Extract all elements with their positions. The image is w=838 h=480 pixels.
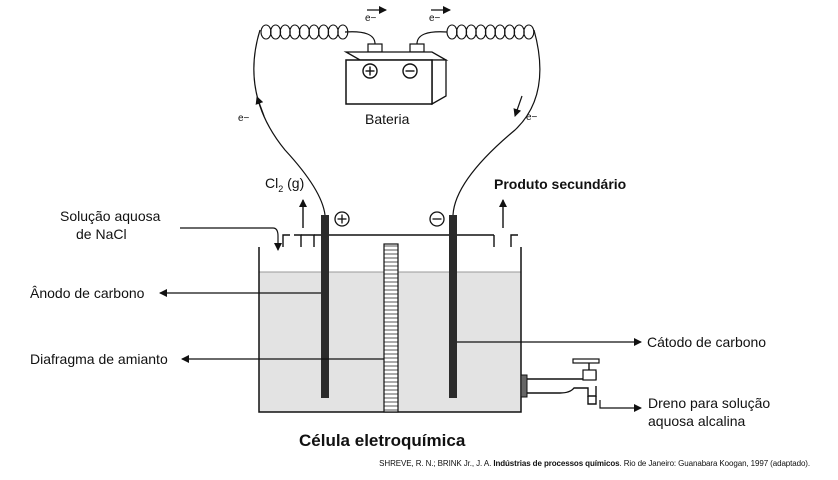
- drain-label-line2: aquosa alcalina: [648, 413, 746, 429]
- svg-text:e−: e−: [429, 13, 441, 24]
- cathode-label: Cátodo de carbono: [647, 334, 766, 350]
- battery-body: [345, 59, 433, 105]
- wire-coil: [484, 24, 496, 40]
- wire-coil: [260, 24, 272, 40]
- battery-label: Bateria: [365, 111, 410, 127]
- right-wire-coils: [446, 24, 535, 40]
- diagram-title: Célula eletroquímica: [299, 431, 466, 450]
- byproduct-label: Produto secundário: [494, 176, 626, 192]
- left-wire-to-anode: [253, 29, 326, 216]
- drain-tap: [520, 358, 600, 405]
- anode-plus-symbol: [334, 211, 350, 227]
- electron-arrow-left: e−: [238, 96, 265, 124]
- battery-positive-terminal: [367, 43, 383, 53]
- wire-coil: [327, 24, 339, 40]
- wire-coil: [504, 24, 516, 40]
- wire-coil: [318, 24, 330, 40]
- wire-coil: [523, 24, 535, 40]
- carbon-anode: [321, 215, 329, 398]
- wire-coil: [465, 24, 477, 40]
- battery-negative-terminal: [409, 43, 425, 53]
- left-wire-coils: [260, 24, 349, 40]
- left-wire-top: [344, 31, 376, 45]
- asbestos-diaphragm: [383, 243, 399, 413]
- wire-coil: [289, 24, 301, 40]
- drain-label-arrow: [599, 400, 642, 412]
- wire-coil: [494, 24, 506, 40]
- svg-text:e−: e−: [526, 112, 538, 123]
- chlorine-label: Cl2 (g): [265, 175, 304, 194]
- wire-coil: [270, 24, 282, 40]
- right-wire-top: [416, 31, 448, 45]
- cell-lid: [282, 234, 518, 247]
- right-wire-to-cathode: [452, 29, 541, 216]
- wire-coil: [446, 24, 458, 40]
- wire-coil: [475, 24, 487, 40]
- carbon-cathode: [449, 215, 457, 398]
- diaphragm-label: Diafragma de amianto: [30, 351, 168, 367]
- anode-label: Ânodo de carbono: [30, 285, 145, 301]
- electron-arrow-right: e−: [513, 95, 538, 123]
- wire-coil: [456, 24, 468, 40]
- electron-arrow-top-right: e−: [429, 6, 451, 24]
- electron-arrow-top-left: e−: [365, 6, 387, 24]
- wire-coil: [298, 24, 310, 40]
- svg-text:e−: e−: [238, 113, 250, 124]
- drain-label-line1: Dreno para solução: [648, 395, 770, 411]
- nacl-solution-label-line1: Solução aquosa: [60, 208, 161, 224]
- svg-text:e−: e−: [365, 13, 377, 24]
- nacl-inlet-arrow: [180, 227, 282, 251]
- battery: [343, 43, 449, 106]
- wire-coil: [308, 24, 320, 40]
- nacl-solution-label-line2: de NaCl: [76, 226, 127, 242]
- wire-coil: [513, 24, 525, 40]
- wire-coil: [279, 24, 291, 40]
- citation: SHREVE, R. N.; BRINK Jr., J. A. Indústri…: [379, 459, 810, 468]
- cathode-minus-symbol: [429, 211, 445, 227]
